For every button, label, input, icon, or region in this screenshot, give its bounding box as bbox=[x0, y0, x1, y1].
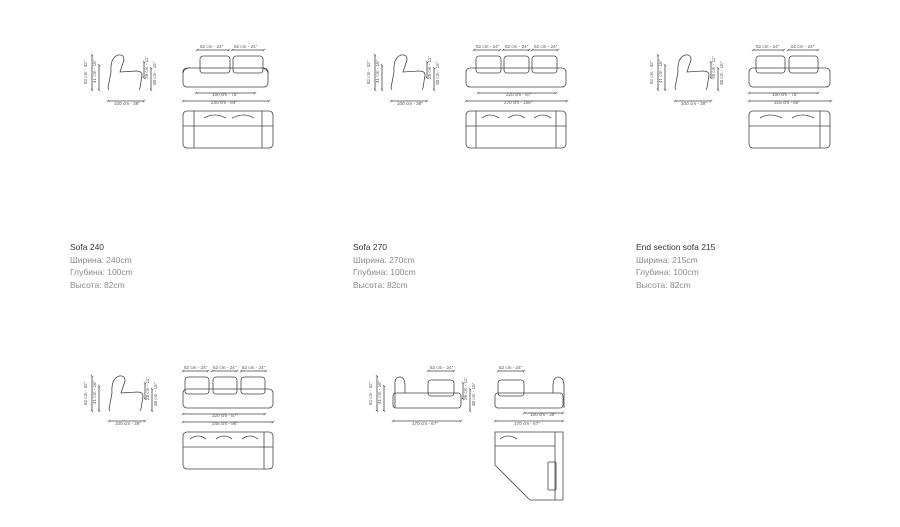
side-view bbox=[373, 53, 436, 103]
dim-cushion: 62 cm - 24" bbox=[430, 365, 454, 370]
product-name: End section sofa 215 bbox=[636, 242, 716, 252]
dim-depth: 100 cm - 39" bbox=[115, 421, 141, 426]
spec-height: Высота: 82cm bbox=[70, 279, 125, 290]
dim-height-arm: 28 cm - 11" bbox=[711, 56, 716, 79]
dim-inner-width: 220 cm - 87" bbox=[212, 413, 238, 418]
dim-total-width: 270 cm - 106" bbox=[504, 100, 533, 105]
dim-height-arm: 28 cm - 11" bbox=[144, 56, 149, 79]
product-name: Sofa 270 bbox=[353, 242, 388, 252]
dim-height-arm: 28 cm - 11" bbox=[145, 377, 150, 400]
plan-view bbox=[748, 110, 831, 149]
spec-width: Ширина: 270cm bbox=[353, 254, 415, 265]
dim-height-seat: 41 cm - 16" bbox=[92, 380, 97, 404]
dim-height-total: 82 cm - 32" bbox=[368, 381, 373, 405]
dim-inner-width: 190 cm - 75" bbox=[772, 92, 798, 97]
dim-cushion: 62 cm - 24" bbox=[234, 44, 258, 49]
dim-cushion: 62 cm - 24" bbox=[791, 44, 815, 49]
drawing-end-section-215 bbox=[656, 48, 833, 149]
dim-height-seat-front: 38 cm - 15" bbox=[719, 61, 724, 85]
dim-height-arm: 28 cm - 11" bbox=[427, 56, 432, 79]
spec-depth: Глубина: 100cm bbox=[636, 267, 699, 277]
spec-width: Ширина: 215cm bbox=[636, 254, 698, 265]
drawing-sofa-270 bbox=[373, 48, 569, 149]
dim-height-seat: 41 cm - 16" bbox=[658, 59, 663, 83]
front-view-left bbox=[375, 369, 472, 423]
dim-cushion: 62 cm - 24" bbox=[476, 44, 500, 49]
spec-height: Высота: 82cm bbox=[353, 279, 408, 290]
dim-cushion: 62 cm - 24" bbox=[499, 365, 523, 370]
dim-height-total: 82 cm - 32" bbox=[83, 60, 88, 84]
dim-height-total: 82 cm - 32" bbox=[649, 60, 654, 84]
dim-cushion: 62 cm - 24" bbox=[242, 365, 266, 370]
dim-cushion: 62 cm - 24" bbox=[213, 365, 237, 370]
spec-depth: Глубина: 100cm bbox=[353, 267, 416, 277]
dim-cushion: 62 cm - 24" bbox=[200, 44, 224, 49]
spec-width: Ширина: 240cm bbox=[70, 254, 132, 265]
front-view-right bbox=[493, 369, 565, 423]
plan-view bbox=[494, 431, 564, 501]
dim-total-width: 240 cm - 94" bbox=[211, 100, 237, 105]
dim-inner-width: 190 cm - 75" bbox=[212, 92, 238, 97]
dim-height-arm: 28 cm - 11" bbox=[463, 377, 468, 400]
dim-height-seat-front: 38 cm - 15" bbox=[153, 382, 158, 406]
dim-inner-right: 100 cm - 39" bbox=[530, 412, 556, 417]
plan-view bbox=[182, 431, 274, 470]
side-view bbox=[90, 374, 154, 423]
dim-height-total: 82 cm - 32" bbox=[366, 60, 371, 84]
dim-cushion: 62 cm - 24" bbox=[756, 44, 780, 49]
dim-total-width: 245 cm - 96" bbox=[212, 421, 238, 426]
spec-sofa-240: Sofa 240 Ширина: 240cm Глубина: 100cm Вы… bbox=[70, 241, 133, 291]
dim-height-seat: 41 cm - 16" bbox=[92, 59, 97, 83]
dim-width-left: 170 cm - 67" bbox=[412, 421, 438, 426]
dim-depth: 100 cm - 39" bbox=[397, 101, 423, 106]
side-view bbox=[90, 53, 153, 103]
front-view bbox=[181, 369, 275, 424]
dim-depth: 100 cm - 39" bbox=[681, 101, 707, 106]
drawing-corner-sofa bbox=[375, 369, 565, 501]
dim-height-total: 82 cm - 32" bbox=[83, 381, 88, 405]
dim-cushion: 62 cm - 24" bbox=[505, 44, 529, 49]
dim-depth: 100 cm - 39" bbox=[114, 101, 140, 106]
dim-height-seat: 41 cm - 16" bbox=[375, 59, 380, 83]
front-view bbox=[464, 48, 569, 103]
dim-height-seat-front: 38 cm - 15" bbox=[435, 61, 440, 85]
spec-height: Высота: 82cm bbox=[636, 279, 691, 290]
drawing-end-section-245 bbox=[90, 369, 275, 470]
side-view bbox=[656, 53, 720, 103]
product-name: Sofa 240 bbox=[70, 242, 105, 252]
plan-view bbox=[182, 110, 274, 149]
dim-total-width: 215 cm - 85" bbox=[774, 100, 800, 105]
front-view bbox=[181, 48, 271, 103]
dim-height-seat-front: 38 cm - 15" bbox=[471, 382, 476, 406]
spec-end-section-215: End section sofa 215 Ширина: 215cm Глуби… bbox=[636, 241, 715, 291]
dim-cushion: 62 cm - 24" bbox=[534, 44, 558, 49]
spec-depth: Глубина: 100cm bbox=[70, 267, 133, 277]
spec-sofa-270: Sofa 270 Ширина: 270cm Глубина: 100cm Вы… bbox=[353, 241, 416, 291]
dim-height-seat: 41 cm - 16" bbox=[377, 380, 382, 404]
dim-width-right: 170 cm - 67" bbox=[514, 421, 540, 426]
dim-cushion: 62 cm - 24" bbox=[184, 365, 208, 370]
dim-height-seat-front: 38 cm - 15" bbox=[152, 61, 157, 85]
dim-inner-width: 220 cm - 87" bbox=[506, 92, 532, 97]
plan-view bbox=[465, 110, 567, 149]
front-view bbox=[747, 48, 833, 103]
drawing-sofa-240 bbox=[90, 48, 274, 149]
